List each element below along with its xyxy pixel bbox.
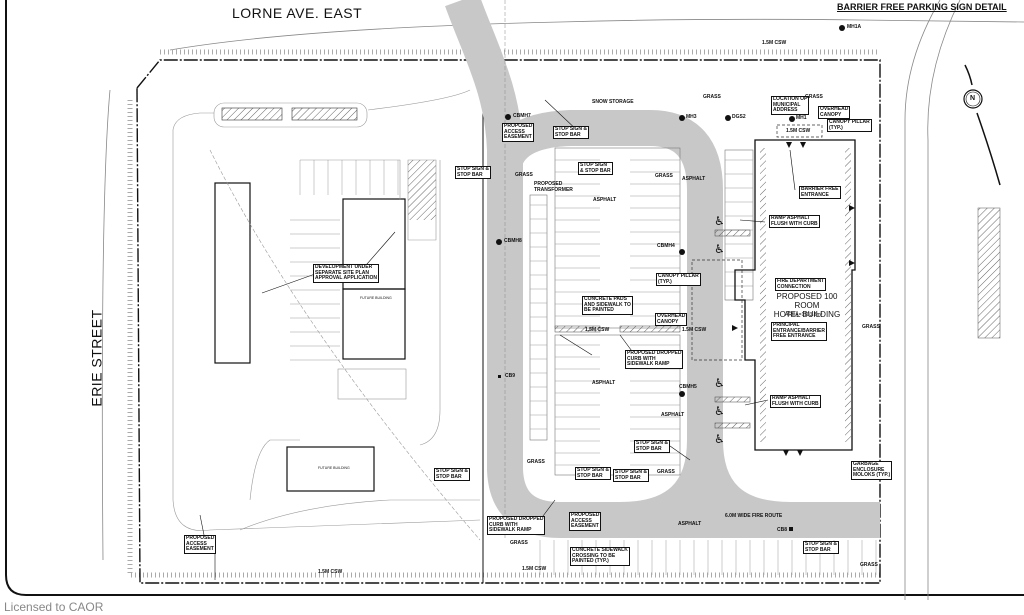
callout-ramp-asphalt: RAMP ASPHALT FLUSH WITH CURB xyxy=(769,215,820,228)
future-building-label: FUTURE BUILDING xyxy=(318,466,350,470)
hatched-crossings xyxy=(554,229,751,429)
callout-separate-site-plan: DEVELOPMENT UNDER SEPARATE SITE PLAN APP… xyxy=(313,264,380,283)
overhead-canopy xyxy=(776,124,823,138)
future-building-label: FUTURE BUILDING xyxy=(360,296,392,300)
asphalt-label: ASPHALT xyxy=(593,197,617,203)
structure-label: MH1 xyxy=(796,115,807,121)
csw-label: 1.5m CSW xyxy=(786,128,811,134)
callout-stop-sign: STOP SIGN & STOP BAR xyxy=(575,467,612,480)
structure-label: CBMH5 xyxy=(679,384,697,390)
hotel-building xyxy=(734,139,856,451)
hotel-name: PROPOSED 100 ROOM HOTEL BUILDING xyxy=(773,292,841,319)
entrance-arrow-icons xyxy=(732,142,855,456)
csw-label: 1.5m CSW xyxy=(682,327,707,333)
grass-label: GRASS xyxy=(805,94,823,100)
planters xyxy=(221,107,358,121)
grass-label: GRASS xyxy=(657,469,675,475)
csw-label: 1.5m CSW xyxy=(318,569,343,575)
east-road-curb xyxy=(927,0,961,600)
callout-access-easement: PROPOSED ACCESS EASEMENT xyxy=(184,535,217,554)
callout-canopy-pillar: CANOPY PILLAR (TYP.) xyxy=(827,119,872,132)
hatched-area xyxy=(408,160,436,220)
accessible-parking-icon: ♿ xyxy=(714,242,725,256)
grass-label: GRASS xyxy=(655,173,673,179)
structure-label: CBMH7 xyxy=(513,113,531,119)
structure-label: CBMH8 xyxy=(504,238,522,244)
snow-storage-label: SNOW STORAGE xyxy=(592,99,634,105)
callout-stop-sign: STOP SIGN & STOP BAR xyxy=(434,468,471,481)
overhead-canopy xyxy=(691,259,743,361)
csw-label: 1.5m CSW xyxy=(762,40,787,46)
callout-stop-sign: STOP SIGN & STOP BAR xyxy=(613,469,650,482)
parking-stalls xyxy=(290,159,877,575)
callout-canopy-pillar: CANOPY PILLAR (TYP.) xyxy=(656,273,701,286)
grass-label: GRASS xyxy=(860,562,878,568)
callout-garbage-enclosure: GARBAGE ENCLOSURE MOLOKS (TYP.) xyxy=(851,461,893,480)
sign-detail-title[interactable]: BARRIER FREE PARKING SIGN DETAIL xyxy=(837,2,1007,12)
callout-sidewalk-crossing: CONCRETE SIDEWALK CROSSING TO BE PAINTED… xyxy=(570,547,630,566)
structure-label: MH1A xyxy=(847,24,862,30)
future-development xyxy=(214,182,406,492)
structure-markers xyxy=(496,25,845,531)
grass-label: GRASS xyxy=(862,324,880,330)
neighbouring-building xyxy=(977,207,1001,339)
street-label-erie-street: ERIE STREET xyxy=(88,309,105,407)
north-label: N xyxy=(970,95,976,102)
structure-label: CB9 xyxy=(505,373,516,379)
callout-principal-entrance: PRINCIPAL ENTRANCE/BARRIER FREE ENTRANCE xyxy=(771,322,827,341)
structure-label: CB8 xyxy=(777,527,788,533)
callout-stop-sign: STOP SIGN & STOP BAR xyxy=(553,126,590,139)
asphalt-label: ASPHALT xyxy=(592,380,616,386)
callout-dropped-curb: PROPOSED DROPPED CURB WITH SIDEWALK RAMP xyxy=(487,516,546,535)
callout-overhead-canopy: OVERHEAD CANOPY xyxy=(818,106,851,119)
fire-route-label: 6.0m WIDE FIRE ROUTE xyxy=(725,513,783,519)
callout-stop-sign: STOP SIGN & STOP BAR xyxy=(578,162,613,175)
lorne-ave-curb xyxy=(169,18,1024,51)
transformer-label: PROPOSED TRANSFORMER xyxy=(534,181,573,193)
csw-label: 1.5m CSW xyxy=(522,566,547,572)
driveway xyxy=(445,0,880,538)
callout-access-easement: PROPOSED ACCESS EASEMENT xyxy=(502,123,535,142)
callout-overhead-canopy: OVERHEAD CANOPY xyxy=(655,313,688,326)
callout-fire-department-connection: FIRE DEPARTMENT CONNECTION xyxy=(775,278,827,291)
hotel-area: AREA=1103.8m² xyxy=(785,312,823,318)
callout-ramp-asphalt: RAMP ASPHALT FLUSH WITH CURB xyxy=(770,395,821,408)
callout-barrier-free-entrance: BARRIER FREE ENTRANCE xyxy=(799,186,841,199)
drawing-frame xyxy=(5,0,1024,596)
north-arrow-icon xyxy=(963,64,1001,186)
asphalt-label: ASPHALT xyxy=(678,521,702,527)
asphalt-label: ASPHALT xyxy=(682,176,706,182)
property-boundary xyxy=(136,59,881,584)
accessible-parking-icon: ♿ xyxy=(714,214,725,228)
structure-label: CBMH4 xyxy=(657,243,675,249)
callout-stop-sign: STOP SIGN & STOP BAR xyxy=(455,166,492,179)
future-site-linework xyxy=(172,89,481,541)
callout-dropped-curb: PROPOSED DROPPED CURB WITH SIDEWALK RAMP xyxy=(625,350,684,369)
structure-label: MH3 xyxy=(686,114,697,120)
callout-access-easement: PROPOSED ACCESS EASEMENT xyxy=(569,512,602,531)
grass-label: GRASS xyxy=(515,172,533,178)
street-label-lorne-ave: LORNE AVE. EAST xyxy=(232,5,363,21)
callout-stop-sign: STOP SIGN & STOP BAR xyxy=(803,541,840,554)
csw-label: 1.5m CSW xyxy=(585,327,610,333)
callout-stop-sign: STOP SIGN & STOP BAR xyxy=(634,440,671,453)
structure-label: DGS2 xyxy=(732,114,746,120)
callout-municipal-address: LOCATION OF MUNICIPAL ADDRESS xyxy=(771,96,810,115)
callout-concrete-pads: CONCRETE PADS AND SIDEWALK TO BE PAINTED xyxy=(582,296,633,315)
license-watermark: Licensed to CAOR xyxy=(4,600,104,614)
asphalt-label: ASPHALT xyxy=(661,412,685,418)
grass-label: GRASS xyxy=(527,459,545,465)
accessible-parking-icon: ♿ xyxy=(714,376,725,390)
grass-label: GRASS xyxy=(703,94,721,100)
accessible-parking-icon: ♿ xyxy=(714,432,725,446)
erie-street-curb xyxy=(101,89,111,561)
east-road-curb xyxy=(904,0,941,600)
grass-label: GRASS xyxy=(510,540,528,546)
accessible-parking-icon: ♿ xyxy=(714,404,725,418)
